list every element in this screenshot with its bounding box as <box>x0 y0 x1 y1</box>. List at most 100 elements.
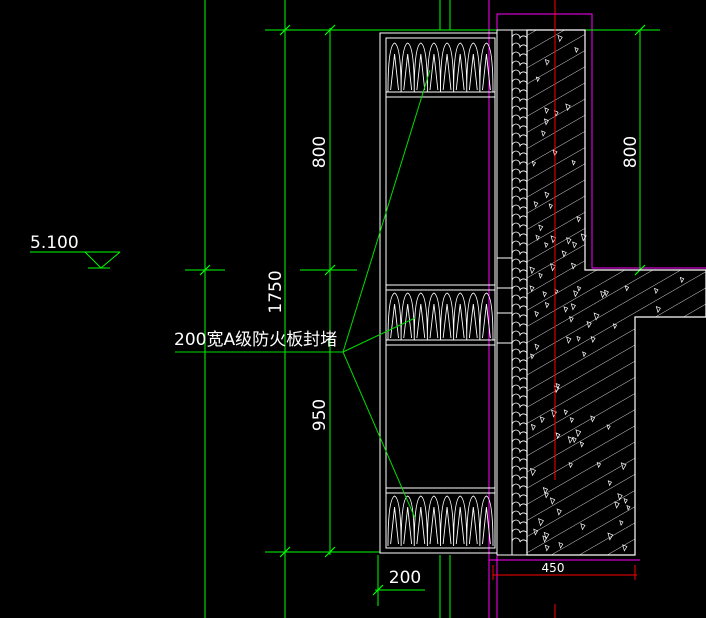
aggregate-mark <box>535 234 540 241</box>
aggregate-mark <box>530 353 535 360</box>
aggregate-mark <box>569 316 574 323</box>
strip-scallop <box>511 537 528 544</box>
aggregate-mark <box>539 416 545 424</box>
aggregate-mark <box>533 528 539 536</box>
aggregate-mark <box>572 436 577 444</box>
aggregate-mark <box>576 216 582 223</box>
aggregate-mark <box>624 285 630 292</box>
aggregate-mark <box>530 423 536 431</box>
insulation-block <box>387 495 494 547</box>
strip-scallop <box>511 231 528 238</box>
strip-scallop <box>511 96 528 103</box>
strip-scallop <box>511 78 528 85</box>
strip-scallop <box>511 141 528 148</box>
aggregate-mark <box>561 250 567 258</box>
strip-scallop <box>511 501 528 508</box>
strip-scallop <box>511 411 528 418</box>
aggregate-mark <box>566 237 572 245</box>
aggregate-mark <box>558 542 564 549</box>
strip-scallop <box>511 213 528 220</box>
strip-scallop <box>511 168 528 175</box>
aggregate-mark <box>575 429 582 438</box>
aggregate-mark <box>580 523 586 531</box>
aggregate-mark <box>543 531 550 540</box>
dim-800-right: 800 <box>621 136 641 168</box>
aggregate-mark <box>614 501 620 509</box>
aggregate-mark <box>571 159 576 166</box>
aggregate-mark <box>590 336 596 343</box>
aggregate-mark <box>557 34 563 43</box>
aggregate-mark <box>600 290 606 299</box>
strip-scallop <box>511 285 528 292</box>
aggregate-mark <box>619 520 624 527</box>
strip-scallop <box>511 447 528 454</box>
annotation-leaders <box>175 69 431 519</box>
insulation-blocks <box>387 42 494 547</box>
aggregate-mark <box>533 201 539 208</box>
insulation-block <box>387 42 494 93</box>
aggregate-mark <box>617 493 623 501</box>
aggregate-mark <box>576 285 582 292</box>
fireboard-annotation: 200宽A级防火板封堵 <box>174 330 337 350</box>
strip-scallop <box>511 294 528 301</box>
green-vertical-lines <box>204 0 451 618</box>
aggregate-mark <box>555 432 561 440</box>
aggregate-mark <box>569 417 575 424</box>
strip-scallop <box>511 474 528 481</box>
strip-scallop <box>511 33 528 40</box>
strip-scallop <box>511 249 528 256</box>
dim-450: 450 <box>542 561 565 575</box>
aggregate-mark <box>570 262 577 270</box>
strip-scallop <box>511 429 528 436</box>
strip-scallop <box>511 483 528 490</box>
aggregate-mark <box>549 497 556 505</box>
aggregate-mark <box>626 504 631 511</box>
interface-scallops <box>511 33 528 544</box>
strip-scallop <box>511 438 528 445</box>
aggregate-mark <box>679 276 685 284</box>
strip-scallop <box>511 123 528 130</box>
aggregate-mark <box>544 242 549 249</box>
strip-scallop <box>511 114 528 121</box>
strip-scallop <box>511 465 528 472</box>
strip-scallop <box>511 150 528 157</box>
dim-1750: 1750 <box>266 270 286 313</box>
aggregate-mark <box>538 224 544 232</box>
aggregate-mark <box>544 58 550 66</box>
strip-scallop <box>511 357 528 364</box>
aggregate-mark <box>563 306 569 313</box>
strip-scallop <box>511 519 528 526</box>
strip-scallop <box>511 456 528 463</box>
aggregate-mark <box>538 272 543 279</box>
strip-scallop <box>511 330 528 337</box>
strip-scallop <box>511 240 528 247</box>
aggregate-mark <box>570 303 576 311</box>
aggregate-mark <box>542 487 549 495</box>
insulation-block <box>387 292 494 341</box>
aggregate-mark <box>544 302 550 309</box>
aggregate-mark <box>586 320 592 329</box>
strip-scallop <box>511 42 528 49</box>
aggregate-mark <box>556 508 562 516</box>
aggregate-mark <box>576 335 581 342</box>
aggregate-mark <box>612 323 618 330</box>
strip-scallop <box>511 420 528 427</box>
strip-scallop <box>511 384 528 391</box>
aggregate-mark <box>566 336 572 344</box>
aggregate-mark <box>534 343 540 351</box>
strip-scallop <box>511 132 528 139</box>
aggregate-mark <box>653 287 659 295</box>
strip-scallop <box>511 402 528 409</box>
strip-scallop <box>511 528 528 535</box>
strip-scallop <box>511 321 528 328</box>
aggregate-mark <box>579 441 585 448</box>
aggregate-mark <box>593 312 600 321</box>
aggregate-mark <box>620 462 627 471</box>
strip-scallop <box>511 87 528 94</box>
aggregate-mark <box>622 544 628 552</box>
aggregate-mark <box>567 436 574 444</box>
aggregate-mark <box>623 498 628 504</box>
aggregate-mark <box>582 351 587 358</box>
aggregate-mark <box>529 467 537 477</box>
